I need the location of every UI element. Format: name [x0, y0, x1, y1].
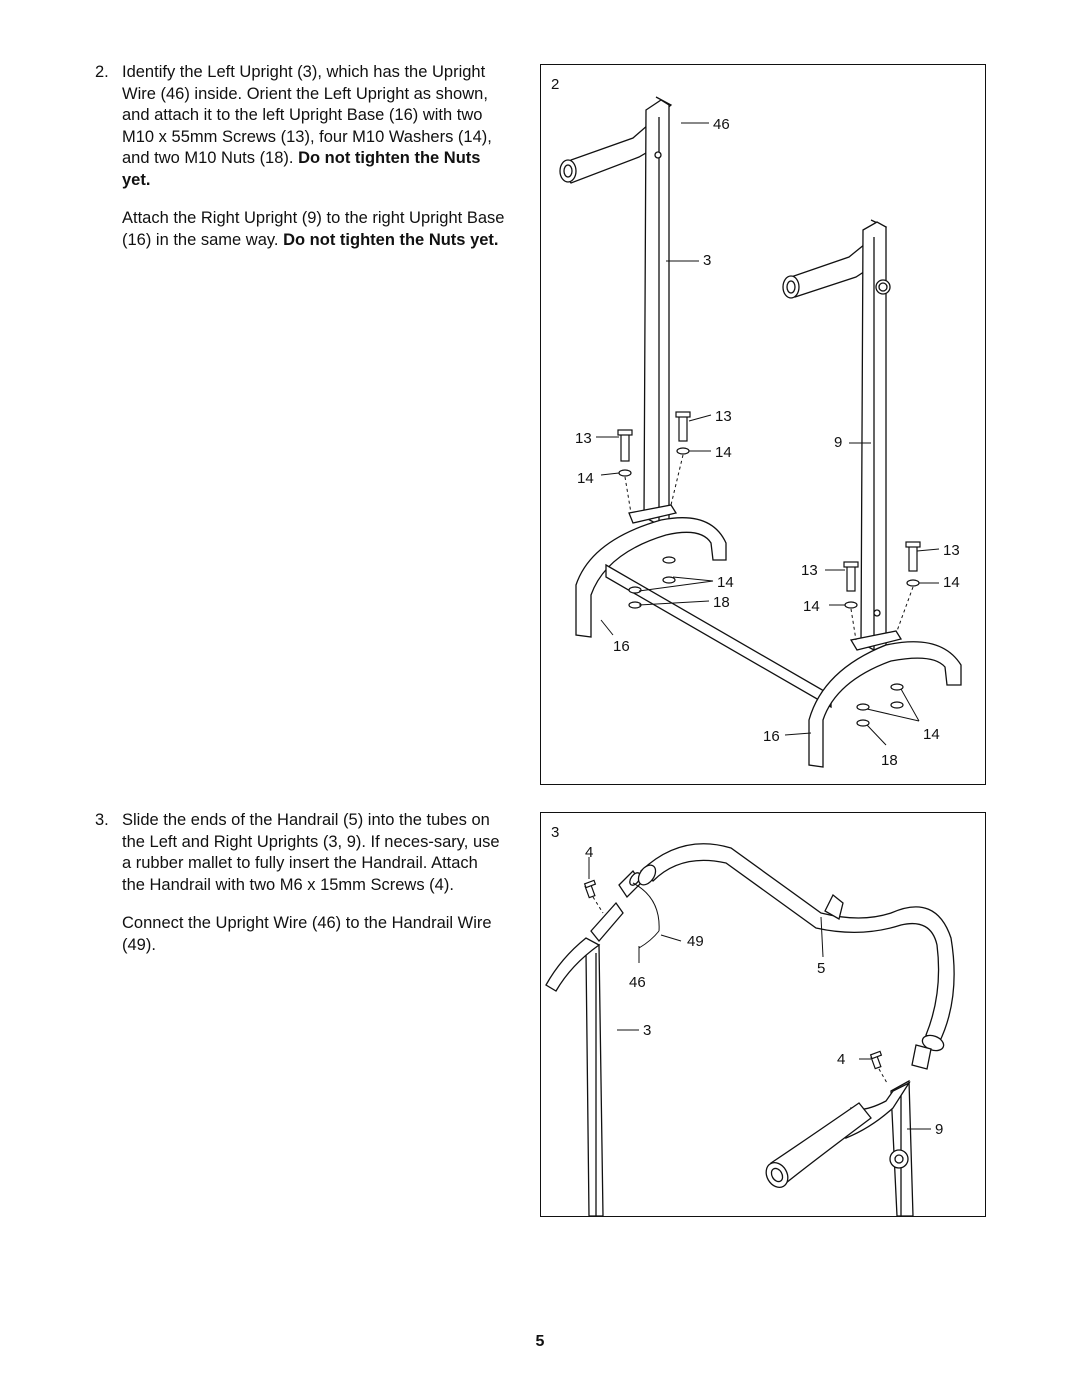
figure-2-illustration: 2 46 3 13 13 14 14 9 13 13 14 14 14 18 1…	[551, 76, 962, 769]
washer-14-label: 14	[923, 726, 940, 743]
right-upright-9-label: 9	[935, 1121, 943, 1138]
page-number: 5	[535, 1333, 545, 1350]
step-2-paragraph-1: Identify the Left Upright (3), which has…	[122, 62, 505, 191]
step-2-warning-2: Do not tighten the Nuts yet.	[283, 230, 499, 249]
washer-14-label: 14	[803, 598, 820, 615]
handrail-wire-49-label: 49	[687, 933, 704, 950]
left-upright-3-label: 3	[643, 1022, 651, 1039]
figure-3-illustration: 3 4 49 46 5 3 4 9	[545, 824, 955, 1216]
step-number: 3.	[95, 811, 109, 829]
step-2-warning: Do not tighten the Nuts yet.	[122, 149, 481, 189]
nut-18-label: 18	[881, 752, 898, 769]
washer-14-label: 14	[715, 444, 732, 461]
nut-18-label: 18	[713, 594, 730, 611]
handrail-5-label: 5	[817, 960, 825, 977]
left-upright-3-label: 3	[703, 252, 711, 269]
figure-3-panel: 3 4 49 46 5 3 4 9	[540, 812, 986, 1217]
figure-2-step-label: 2	[551, 76, 559, 93]
step-3-instructions: 3. Slide the ends of the Handrail (5) in…	[95, 810, 505, 973]
washer-14-label: 14	[577, 470, 594, 487]
figure-3-step-label: 3	[551, 824, 559, 841]
upright-wire-46-label: 46	[629, 974, 646, 991]
screw-13-label: 13	[715, 408, 732, 425]
step-2-instructions: 2. Identify the Left Upright (3), which …	[95, 62, 505, 268]
screw-4-label: 4	[837, 1051, 845, 1068]
step-3-paragraph-1: Slide the ends of the Handrail (5) into …	[122, 811, 500, 894]
washer-14-label: 14	[717, 574, 734, 591]
screw-4-label: 4	[585, 844, 593, 861]
washer-14-label: 14	[943, 574, 960, 591]
screw-13-label: 13	[801, 562, 818, 579]
step-2-text-2: Attach the Right Upright (9) to the righ…	[122, 209, 505, 249]
step-3-paragraph-2: Connect the Upright Wire (46) to the Han…	[122, 914, 492, 954]
screw-13-label: 13	[943, 542, 960, 559]
step-2-paragraph-2: Attach the Right Upright (9) to the righ…	[122, 208, 505, 251]
upright-base-16-label: 16	[763, 728, 780, 745]
figure-2-panel: 2 46 3 13 13 14 14 9 13 13 14 14 14 18 1…	[540, 64, 986, 785]
screw-13-label: 13	[575, 430, 592, 447]
upright-base-16-label: 16	[613, 638, 630, 655]
step-number: 2.	[95, 63, 109, 81]
right-upright-9-label: 9	[834, 434, 842, 451]
step-2-text: Identify the Left Upright (3), which has…	[122, 63, 492, 167]
wire-46-label: 46	[713, 116, 730, 133]
